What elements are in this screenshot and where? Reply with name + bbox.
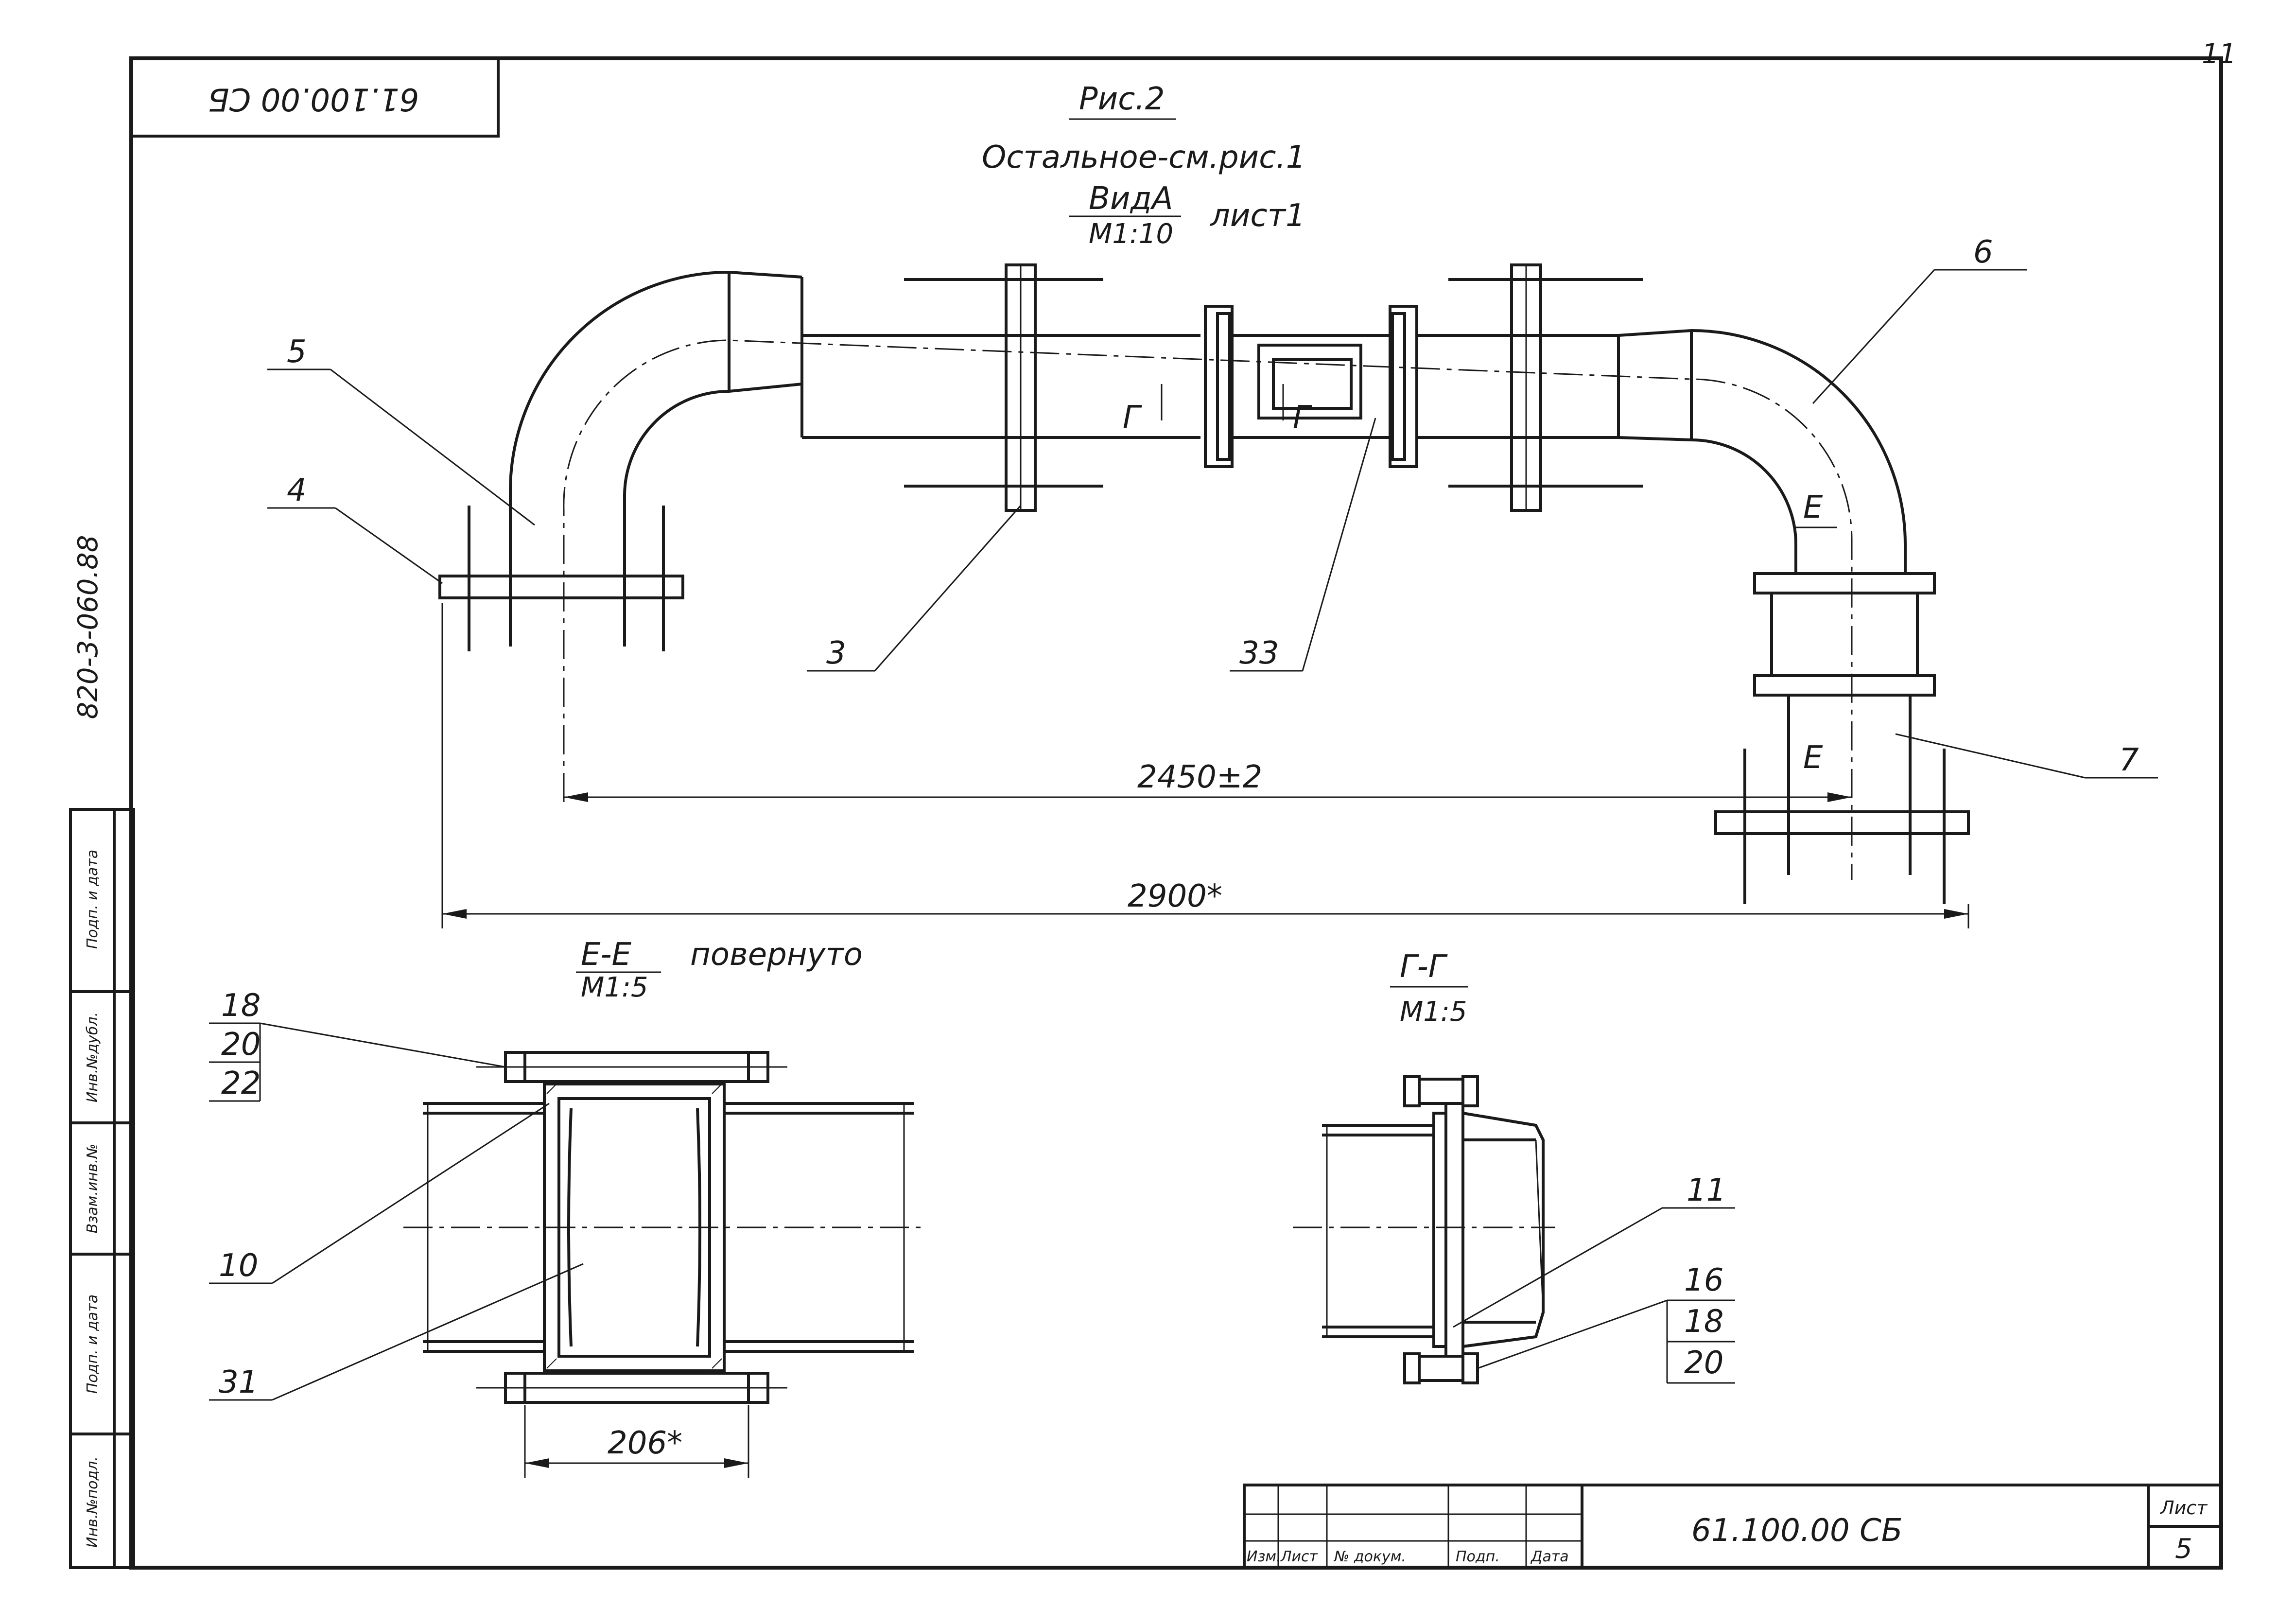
side-label-inv-dubl: Инв.№дубл. (84, 1012, 101, 1102)
tb-header-data: Дата (1530, 1548, 1569, 1565)
callout-20-gg: 20 (1684, 1345, 1723, 1381)
callout-18-ee: 18 (221, 988, 261, 1024)
callout-3: 3 (826, 635, 846, 671)
view-scale: М1:10 (1089, 218, 1173, 250)
pipeline-view (438, 263, 1970, 904)
title-block: Изм. Лист № докум. Подп. Дата 61.100.00 … (1243, 1484, 2223, 1569)
tb-sheet-label: Лист (2159, 1497, 2208, 1519)
dim-2900: 2900* (1128, 878, 1222, 914)
callout-5: 5 (287, 334, 307, 370)
sheet-frame: 11 61.100.00 СБ (129, 38, 2236, 1570)
view-sheet: лист1 (1209, 198, 1305, 234)
main-dimensions: 2450±2 2900* (441, 603, 1969, 928)
callout-16-gg: 16 (1684, 1262, 1723, 1298)
tb-header-izm: Изм. (1247, 1548, 1281, 1565)
side-label-vzam-inv: Взам.инв.№ (84, 1144, 101, 1234)
callout-22-ee: 22 (221, 1066, 261, 1101)
section-ee: Е-Е повернуто М1:5 18 (209, 937, 923, 1478)
side-label-inv-podl: Инв.№подл. (84, 1456, 101, 1548)
callout-7: 7 (2119, 742, 2139, 778)
view-titles: Рис.2 Остальное-см.рис.1 ВидА М1:10 лист… (982, 81, 1305, 250)
dim-2450: 2450±2 (1137, 759, 1262, 795)
page-number: 11 (2202, 38, 2236, 70)
section-gg-scale: М1:5 (1400, 996, 1467, 1028)
tb-header-podp: Подп. (1456, 1548, 1500, 1565)
main-callouts: 5 4 3 33 6 7 Г Г Е Е (267, 234, 2158, 798)
callout-6: 6 (1973, 234, 1993, 270)
side-label-podp-data-1: Подп. и дата (84, 1294, 101, 1394)
section-ee-title: Е-Е (581, 937, 632, 973)
figure-title: Рис.2 (1079, 81, 1165, 117)
tb-header-list: Лист (1280, 1548, 1319, 1565)
side-strip: Инв.№подл. Подп. и дата Взам.инв.№ Инв.№… (69, 535, 135, 1569)
side-label-podp-data-2: Подп. и дата (84, 850, 101, 949)
callout-18-gg: 18 (1684, 1304, 1723, 1340)
dim-206: 206* (608, 1425, 682, 1461)
section-ee-scale: М1:5 (581, 972, 648, 1003)
rotated-code: 61.100.00 СБ (208, 81, 419, 117)
callout-11: 11 (1687, 1172, 1726, 1208)
section-mark-e-top: Е (1803, 489, 1823, 525)
section-gg: Г-Г М1:5 11 16 18 20 (1293, 949, 1735, 1384)
callout-20-ee: 20 (221, 1027, 261, 1063)
section-mark-g-left: Г (1123, 400, 1142, 436)
section-mark-g-right: Г (1293, 400, 1312, 436)
callout-4: 4 (287, 472, 307, 508)
tb-header-doc: № докум. (1333, 1548, 1406, 1565)
view-title: ВидА (1089, 181, 1173, 217)
tb-designation: 61.100.00 СБ (1691, 1513, 1903, 1549)
callout-33: 33 (1239, 635, 1279, 671)
rest-note: Остальное-см.рис.1 (982, 140, 1305, 175)
side-code: 820-3-060.88 (72, 535, 104, 719)
section-gg-title: Г-Г (1400, 949, 1448, 985)
callout-10: 10 (219, 1248, 258, 1284)
section-ee-note: повернуто (690, 937, 863, 973)
tb-sheet-number: 5 (2175, 1533, 2192, 1565)
section-mark-e-bottom: Е (1803, 740, 1823, 776)
callout-31: 31 (219, 1364, 258, 1400)
